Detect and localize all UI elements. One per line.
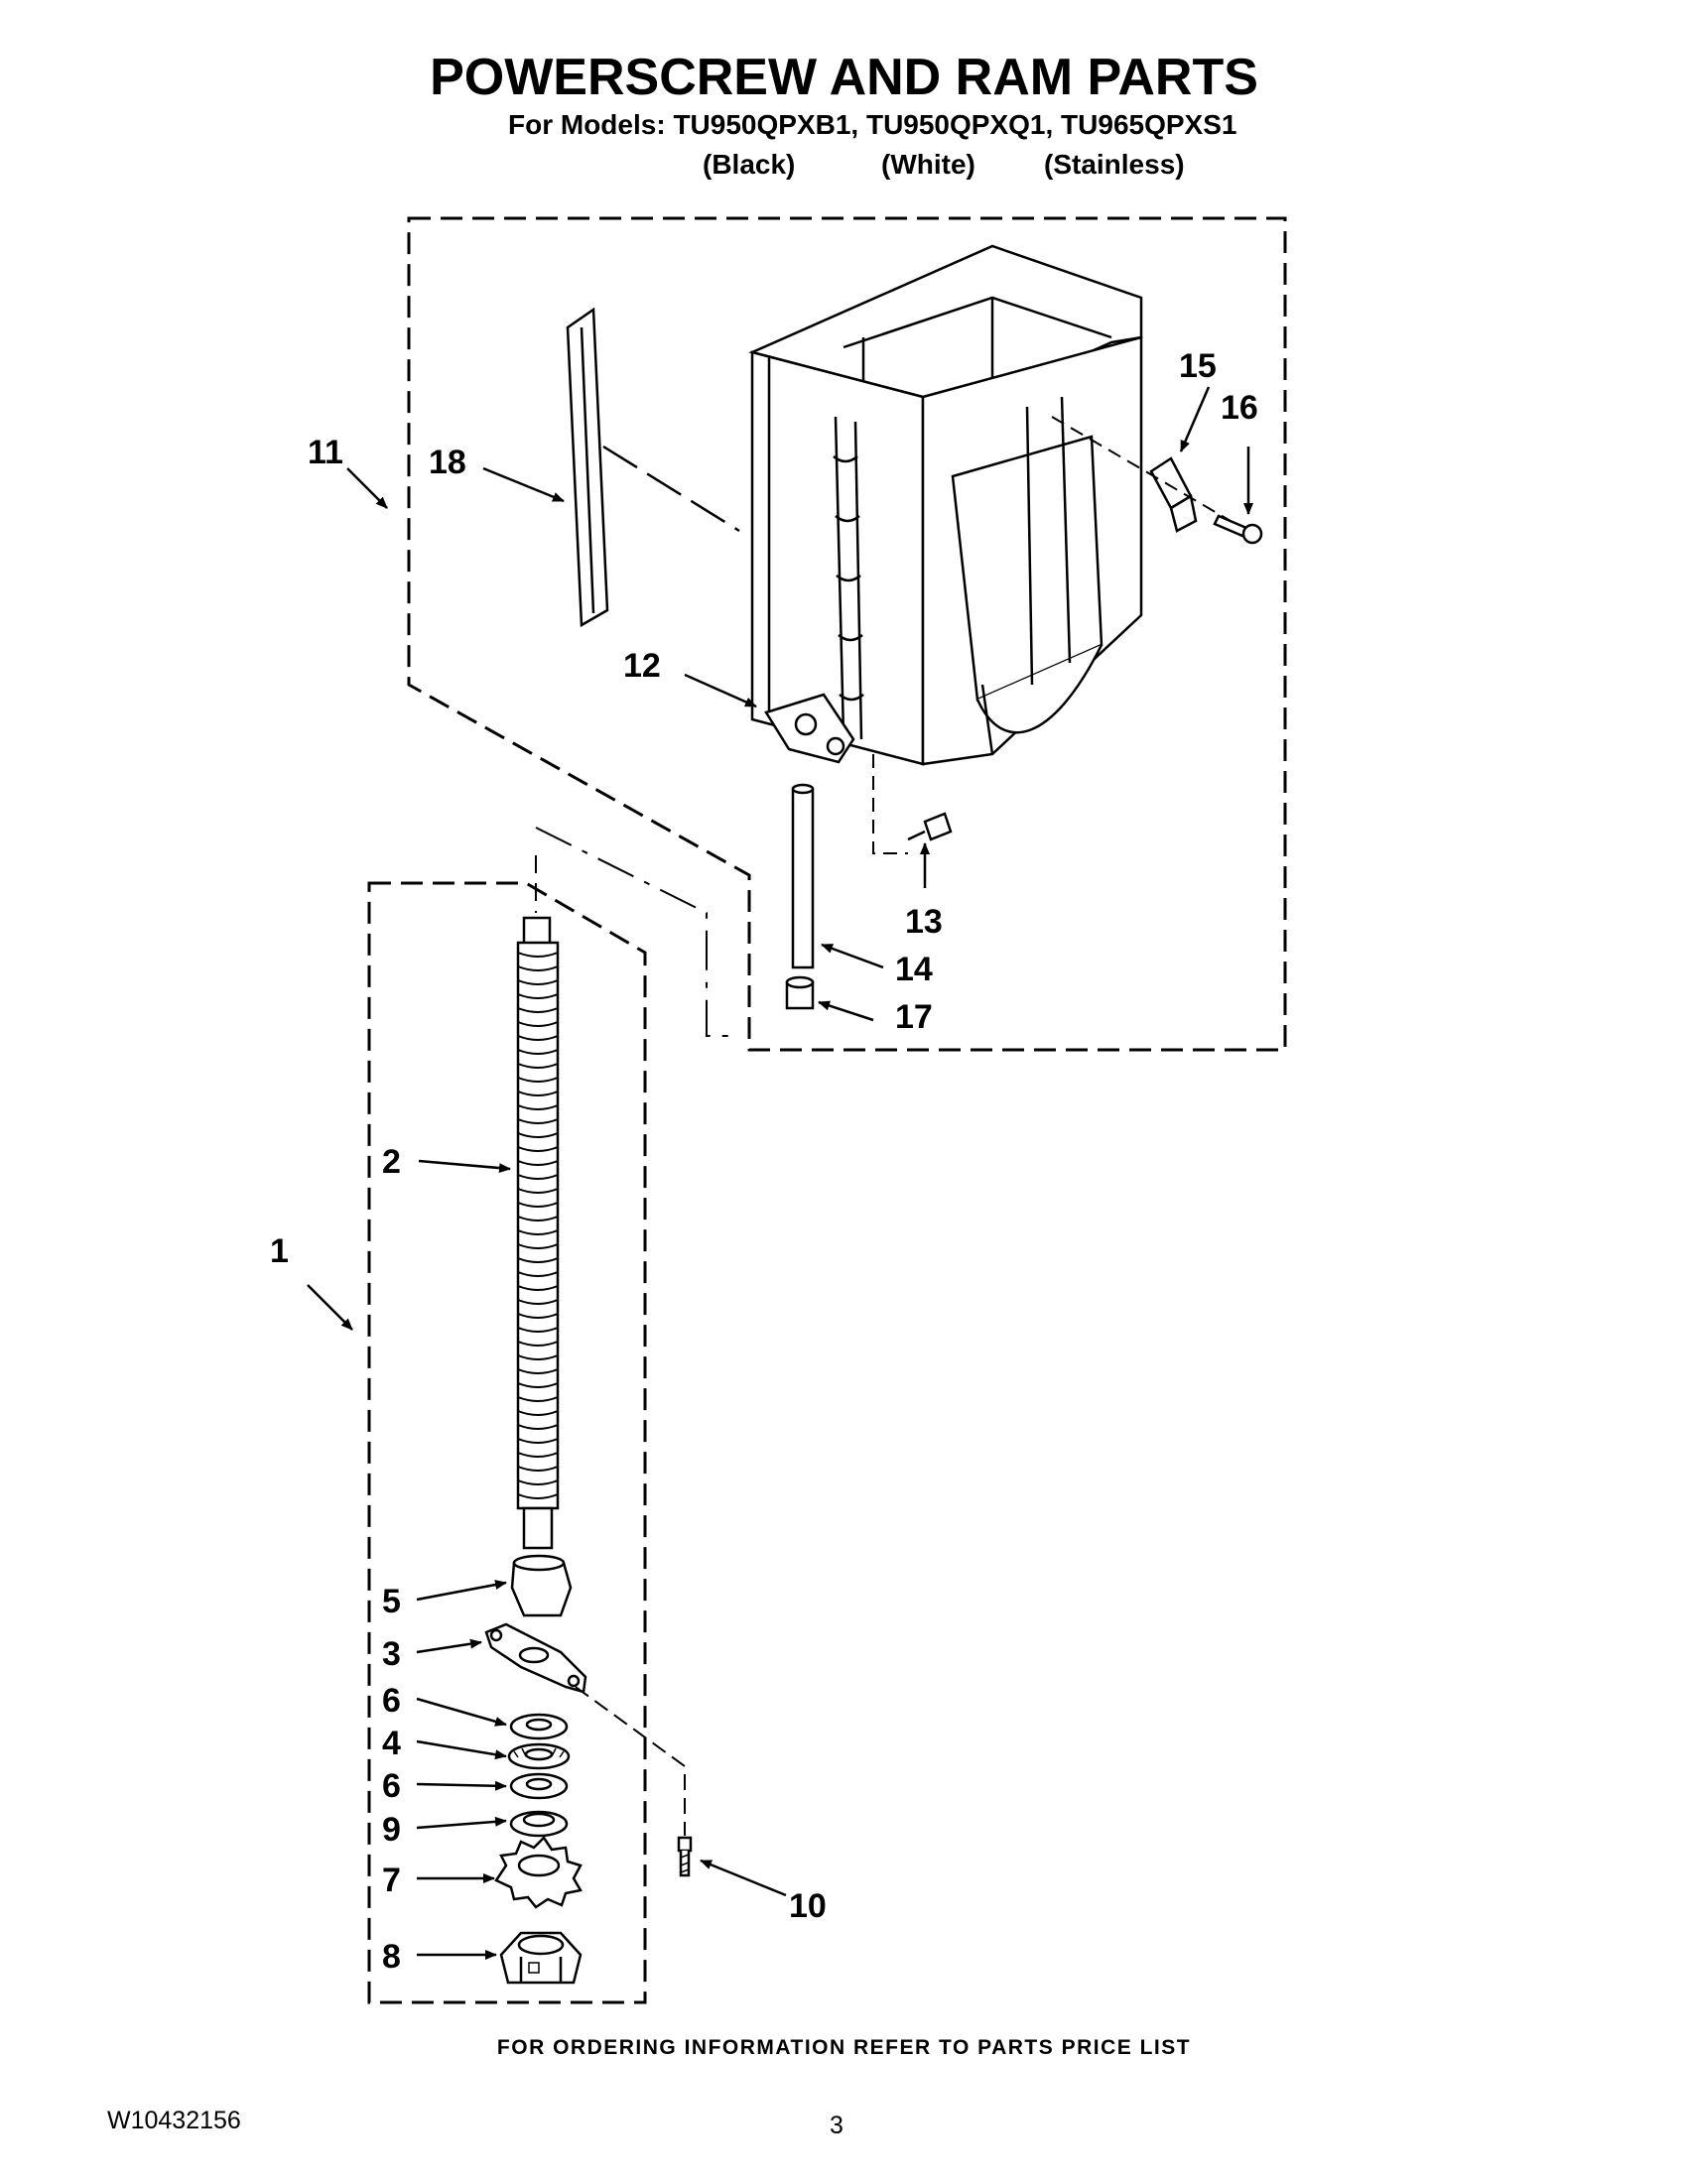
callout-11: 11 — [308, 434, 343, 471]
screw-thread — [517, 1229, 559, 1235]
screw-thread — [517, 1493, 559, 1499]
callout-4: 4 — [382, 1725, 401, 1762]
callout-16: 16 — [1221, 389, 1258, 427]
ram-assembly-outline — [407, 216, 1287, 1052]
screw-thread — [517, 952, 559, 958]
screw-thread — [517, 1327, 559, 1333]
callout-arrows — [307, 386, 1253, 1960]
screw-thread — [517, 1466, 559, 1472]
screw-thread — [517, 1396, 559, 1402]
screw-thread — [517, 1452, 559, 1458]
callout-17: 17 — [895, 998, 933, 1036]
screw-thread — [517, 1271, 559, 1277]
screw-thread — [517, 1243, 559, 1249]
screw-part-10 — [677, 1836, 693, 1877]
screw-thread — [517, 1299, 559, 1305]
wiper-strip-part-18 — [566, 307, 609, 628]
ram-container — [748, 244, 1143, 766]
callout-9: 9 — [382, 1811, 401, 1849]
screw-thread — [517, 1368, 559, 1374]
bearing-part-5 — [510, 1554, 573, 1617]
screw-thread — [517, 1382, 559, 1388]
callout-14: 14 — [895, 951, 933, 988]
screw-thread — [517, 1077, 559, 1083]
powerscrew-assembly-outline — [367, 881, 647, 2004]
screw-thread — [517, 1202, 559, 1208]
screw-thread — [517, 993, 559, 999]
callout-10: 10 — [789, 1887, 827, 1925]
callout-13: 13 — [905, 903, 943, 941]
screw-thread — [517, 1216, 559, 1221]
leader-15-to-ram — [1051, 416, 1232, 522]
screw-thread — [517, 1091, 559, 1096]
ram-spiral-rib — [833, 416, 864, 740]
screw-thread — [517, 1063, 559, 1069]
screw-thread — [517, 1049, 559, 1055]
screw-part-13 — [907, 812, 953, 841]
variant-white: (White) — [881, 149, 975, 180]
screw-thread — [517, 1146, 559, 1152]
variant-black: (Black) — [703, 149, 796, 180]
page-number: 3 — [830, 2112, 844, 2139]
screw-thread — [517, 1021, 559, 1027]
screw-part-16 — [1213, 514, 1263, 545]
models-line: For Models: TU950QPXB1, TU950QPXQ1, TU96… — [508, 109, 1237, 140]
bushing-part-17 — [785, 975, 815, 1010]
screw-thread — [517, 1410, 559, 1416]
callout-5: 5 — [382, 1583, 401, 1620]
screw-thread — [517, 1341, 559, 1347]
screw-thread — [517, 1132, 559, 1138]
callout-12: 12 — [623, 647, 661, 685]
screw-thread — [517, 965, 559, 971]
screw-thread — [517, 1007, 559, 1013]
leader-18-to-ram — [602, 445, 740, 533]
thrust-bearing-part-4 — [507, 1742, 571, 1770]
callout-15: 15 — [1179, 347, 1217, 385]
screw-thread — [517, 1313, 559, 1319]
screw-thread — [517, 1188, 559, 1194]
washer-part-6-lower — [509, 1772, 569, 1800]
screw-thread — [517, 1104, 559, 1110]
pin-part-14 — [791, 783, 815, 969]
alignment-line-screw-to-ram — [535, 827, 734, 1037]
screw-thread — [517, 1174, 559, 1180]
screw-thread — [517, 979, 559, 985]
leader-10-to-plate — [575, 1686, 686, 1836]
screw-thread — [517, 1160, 559, 1166]
screw-thread — [517, 1118, 559, 1124]
callout-3: 3 — [382, 1635, 401, 1673]
callout-2: 2 — [382, 1143, 401, 1181]
callout-1: 1 — [270, 1232, 289, 1270]
callout-7: 7 — [382, 1862, 401, 1899]
screw-thread — [517, 1285, 559, 1291]
powerscrew-part-2 — [516, 916, 560, 1550]
screw-thread — [517, 1257, 559, 1263]
pivot-block-part-12 — [764, 693, 855, 764]
callout-6-upper: 6 — [382, 1682, 401, 1720]
bracket-part-15 — [1149, 456, 1198, 533]
hex-nut-part-8 — [499, 1931, 583, 1985]
screw-thread — [517, 1479, 559, 1485]
mounting-plate-part-3 — [484, 1622, 587, 1694]
variant-stainless: (Stainless) — [1044, 149, 1185, 180]
callout-6-lower: 6 — [382, 1767, 401, 1805]
screw-thread — [517, 1424, 559, 1430]
callout-8: 8 — [382, 1938, 401, 1976]
page-title: POWERSCREW AND RAM PARTS — [430, 49, 1258, 106]
screw-thread — [517, 1035, 559, 1041]
spacer-part-9 — [509, 1810, 569, 1838]
screw-thread — [517, 1354, 559, 1360]
screw-thread — [517, 1438, 559, 1444]
callout-18: 18 — [429, 444, 466, 481]
document-number: W10432156 — [107, 2107, 241, 2134]
washer-part-6-upper — [509, 1713, 569, 1740]
ordering-note: FOR ORDERING INFORMATION REFER TO PARTS … — [496, 2036, 1192, 2059]
sprocket-part-7 — [494, 1836, 583, 1909]
leader-13-to-ram — [872, 754, 908, 854]
